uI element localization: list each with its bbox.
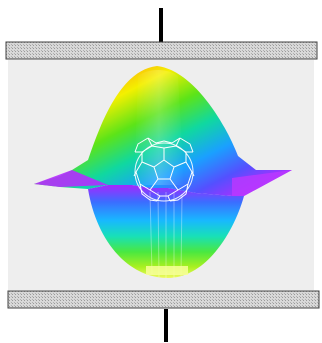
bottom-lead-icon — [164, 309, 168, 342]
bottom-electrode-plate-icon — [8, 291, 319, 308]
top-electrode-plate-icon — [6, 42, 317, 59]
top-lead-icon — [159, 8, 163, 45]
